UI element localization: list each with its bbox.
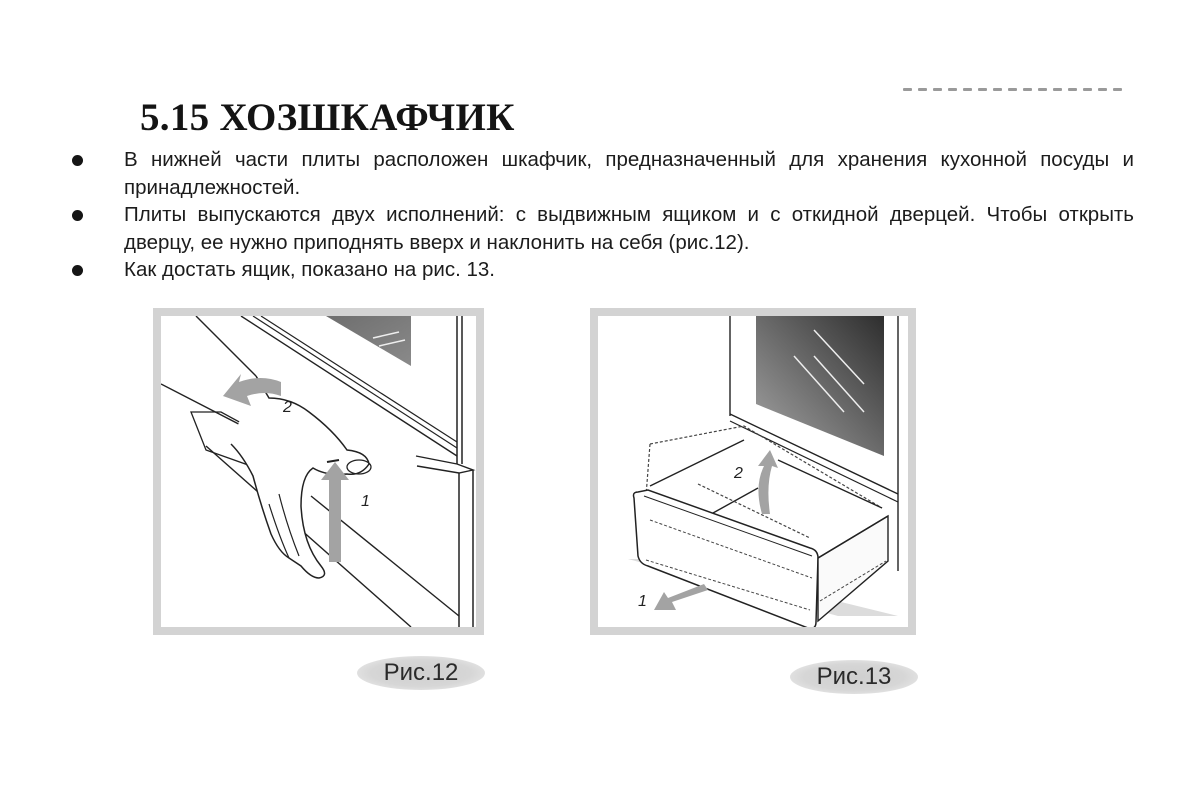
- drawer-illustration: 2 1: [628, 316, 899, 627]
- oven-glass-icon: [326, 316, 411, 366]
- bullet-item: Как достать ящик, показано на рис. 13.: [66, 256, 1146, 284]
- step-label-2: 2: [733, 465, 743, 482]
- arrow-down-left-icon: [654, 584, 708, 610]
- bullet-text: В нижней части плиты расположен шкафчик,…: [124, 148, 1134, 199]
- bullet-dot-icon: [72, 265, 83, 276]
- hand-icon: [230, 375, 370, 579]
- bullet-item: Плиты выпускаются двух исполнений: с выд…: [66, 201, 1134, 256]
- bullet-dot-icon: [72, 155, 83, 166]
- curved-arrow-up-icon: [758, 450, 778, 514]
- section-title: 5.15 ХОЗШКАФЧИК: [140, 96, 515, 139]
- bullet-dot-icon: [72, 210, 83, 221]
- bullet-text: Плиты выпускаются двух исполнений: с выд…: [124, 203, 1134, 254]
- figure-13-drawer: 2 1: [590, 308, 916, 635]
- step-label-2: 2: [282, 399, 292, 416]
- step-label-1: 1: [361, 493, 370, 510]
- bullet-text: Как достать ящик, показано на рис. 13.: [124, 258, 495, 281]
- curved-arrow-left-icon: [223, 374, 281, 406]
- figure-12-caption: Рис.12: [357, 656, 485, 690]
- bullet-list: В нижней части плиты расположен шкафчик,…: [66, 146, 1146, 284]
- figure-12-hinged-door: 2 1: [153, 308, 484, 635]
- step-label-1: 1: [638, 593, 647, 610]
- figure-13-caption: Рис.13: [790, 660, 918, 694]
- bullet-item: В нижней части плиты расположен шкафчик,…: [66, 146, 1134, 201]
- drawer-front: [632, 489, 819, 627]
- page-header-code: [903, 86, 1125, 92]
- door-illustration: 2 1: [161, 316, 476, 627]
